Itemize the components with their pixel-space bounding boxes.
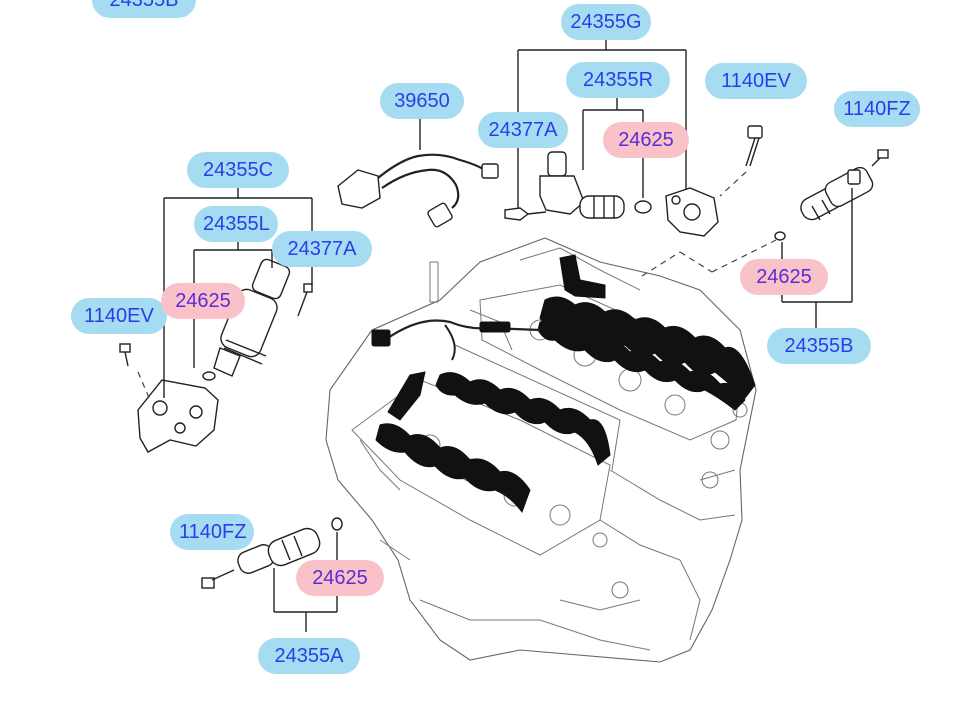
bolt-1140FZ-bottom [201, 569, 235, 589]
callout-24355B[interactable]: 24355B [767, 328, 871, 364]
oring-24625-right [774, 231, 786, 241]
callout-24625-top[interactable]: 24625 [603, 122, 689, 158]
bolt-1140FZ-right [871, 149, 889, 167]
callout-1140EV-top[interactable]: 1140EV [705, 63, 807, 99]
valve-housing-left [137, 379, 219, 453]
callout-24355A[interactable]: 24355A [258, 638, 360, 674]
callout-24355G[interactable]: 24355G [561, 4, 651, 40]
callout-24625-bottom[interactable]: 24625 [296, 560, 384, 596]
callout-1140EV-left[interactable]: 1140EV [71, 298, 167, 334]
callout-39650[interactable]: 39650 [380, 83, 464, 119]
cvvt-oil-control-valve-bottom [237, 527, 321, 574]
callout-24377A-top[interactable]: 24377A [478, 112, 568, 148]
callout-24377A-left[interactable]: 24377A [272, 231, 372, 267]
bolt-24377A-top [504, 207, 547, 221]
oring-24625-bottom [331, 517, 343, 531]
oring-24625-top [634, 200, 652, 214]
cvvt-oil-control-valve-right [800, 166, 874, 221]
camshaft-upper-front [537, 320, 746, 411]
callout-24355B-partial[interactable]: 24355B [92, 0, 196, 18]
bolt-24377A-left [297, 283, 313, 317]
bolt-1140EV-left [119, 343, 131, 367]
cvvt-oil-control-valve-top [539, 151, 625, 219]
callout-24355C[interactable]: 24355C [187, 152, 289, 188]
callout-1140FZ-bottom[interactable]: 1140FZ [170, 514, 254, 550]
callout-1140FZ-right[interactable]: 1140FZ [834, 91, 920, 127]
callout-24625-left[interactable]: 24625 [161, 283, 245, 319]
oring-24625-left [202, 371, 216, 381]
callout-24355L[interactable]: 24355L [194, 206, 278, 242]
callout-24625-right[interactable]: 24625 [740, 259, 828, 295]
camshaft-lower-rear [435, 372, 611, 466]
bolt-1140EV-top [719, 125, 763, 197]
sensor-harness-39650 [337, 118, 499, 228]
camshaft-lower-front [375, 423, 531, 514]
valve-housing-top [665, 187, 719, 237]
engine-harness [371, 254, 606, 421]
callout-24355R[interactable]: 24355R [566, 62, 670, 98]
